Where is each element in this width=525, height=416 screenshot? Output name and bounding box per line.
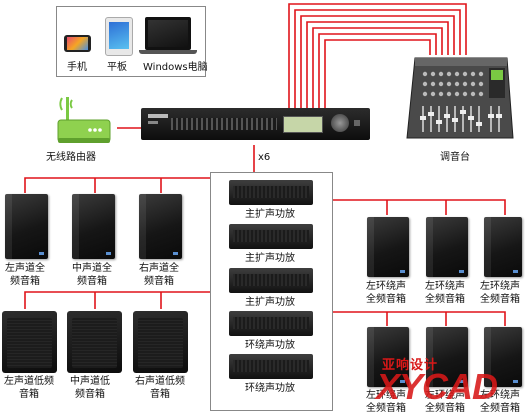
laptop-label: Windows电脑: [143, 62, 208, 73]
speaker-label: 中声道全 频音箱: [72, 263, 112, 287]
wire-mixer-2: [294, 9, 461, 108]
wire-sub-bus: [24, 291, 210, 309]
surround-speaker: [484, 327, 522, 387]
amplifier-multiplier: x6: [258, 152, 271, 163]
main-amplifier-1: [229, 180, 313, 205]
surround-label: 左环绕声 全频音箱: [480, 390, 520, 414]
processor-knob: [331, 114, 349, 132]
surround-label: 左环绕声 全频音箱: [366, 390, 406, 414]
surround-label: 左环绕声 全频音箱: [366, 281, 406, 305]
router-label: 无线路由器: [46, 152, 96, 163]
surround-label: 左环绕声 全频音箱: [480, 281, 520, 305]
phone-icon: [64, 35, 91, 52]
laptop-icon: [145, 17, 191, 50]
speaker-label: 左声道全 频音箱: [5, 263, 45, 287]
control-devices-box: 手机 平板 Windows电脑: [56, 6, 208, 77]
amp-label: 环绕声功放: [245, 383, 295, 394]
surround-amplifier-2: [229, 354, 313, 379]
tablet-icon: [105, 17, 133, 56]
surround-speaker: [426, 217, 468, 277]
wireless-router-icon: [52, 92, 112, 148]
wire-mixer-4: [306, 21, 449, 108]
mixer-label: 调音台: [440, 152, 470, 163]
amp-label: 主扩声功放: [245, 253, 295, 264]
phone-label: 手机: [67, 62, 87, 73]
left-full-range-speaker: [5, 194, 48, 259]
right-subwoofer: [133, 311, 188, 373]
mixing-console: [403, 52, 517, 142]
surround-label: 左环绕声 全频音箱: [425, 281, 465, 305]
center-full-range-speaker: [72, 194, 115, 259]
wire-surround-top: [330, 199, 506, 215]
wire-mixer-5: [312, 27, 443, 108]
audio-processor: [141, 108, 370, 140]
processor-buttons: [171, 118, 277, 130]
surround-speaker: [484, 217, 522, 277]
processor-display: [283, 116, 323, 133]
subwoofer-label: 右声道低频 音箱: [135, 376, 185, 400]
wire-left-bus: [24, 177, 210, 193]
surround-label: 左环绕声 全频音箱: [425, 390, 465, 414]
amp-label: 环绕声功放: [245, 340, 295, 351]
right-full-range-speaker: [139, 194, 182, 259]
amp-label: 主扩声功放: [245, 209, 295, 220]
speaker-label: 右声道全 频音箱: [139, 263, 179, 287]
wire-mixer-7: [324, 39, 431, 108]
surround-speaker: [367, 217, 409, 277]
tablet-label: 平板: [107, 62, 127, 73]
wire-mixer-1: [288, 3, 467, 108]
wire-mixer-6: [318, 33, 437, 108]
center-subwoofer: [67, 311, 122, 373]
subwoofer-label: 中声道低 频音箱: [70, 376, 110, 400]
main-amplifier-2: [229, 224, 313, 249]
left-subwoofer: [2, 311, 57, 373]
surround-speaker: [426, 327, 468, 387]
surround-amplifier-1: [229, 311, 313, 336]
main-amplifier-3: [229, 268, 313, 293]
amp-label: 主扩声功放: [245, 297, 295, 308]
wire-surround-bottom: [330, 311, 506, 326]
subwoofer-label: 左声道低频 音箱: [4, 376, 54, 400]
wire-mixer-3: [300, 15, 455, 108]
surround-speaker: [367, 327, 409, 387]
